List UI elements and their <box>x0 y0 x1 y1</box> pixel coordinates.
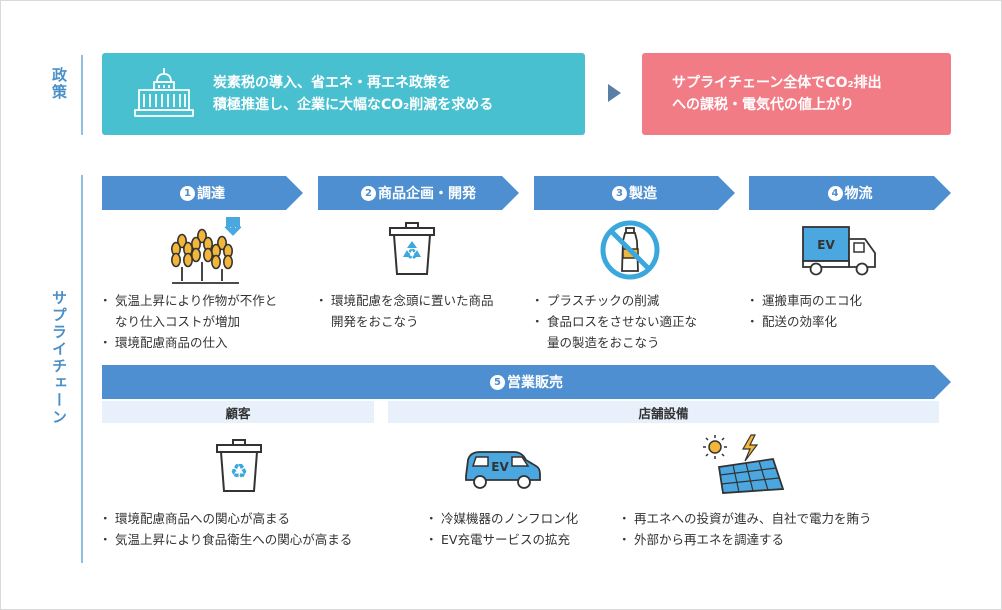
list-item: 環境配慮商品への関心が高まる <box>99 508 382 529</box>
store-equipment-header: 店舗設備 <box>388 401 939 423</box>
step-title: 商品企画・開発 <box>378 186 476 202</box>
list-item: 気温上昇により作物が不作と なり仕入コストが増加 <box>99 290 312 332</box>
step-title: 物流 <box>844 186 873 202</box>
recycle-bin-icon: ♻ <box>216 439 262 492</box>
step-title: 製造 <box>629 186 657 202</box>
policy-effect-box: サプライチェーン全体でCO₂排出 への課税・電気代の値上がり <box>642 53 951 135</box>
list-item: EV充電サービスの拡充 <box>425 529 608 550</box>
building-icon <box>134 68 194 117</box>
step-procurement: 1 調達 <box>102 176 303 210</box>
svg-text:♻: ♻ <box>230 459 248 483</box>
step-manufacturing: 3 製造 <box>534 176 735 210</box>
policy-effect-text: サプライチェーン全体でCO₂排出 への課税・電気代の値上がり <box>672 75 882 113</box>
supply-chain-side-label: サプライチェーン <box>50 290 68 426</box>
list-item: 外部から再エネを調達する <box>618 529 911 550</box>
policy-side-line <box>81 55 83 135</box>
wheat-icon <box>171 217 242 284</box>
no-plastic-bottle-icon <box>600 220 660 280</box>
ev-car-icon: EV <box>465 451 541 489</box>
car-ev-label: EV <box>491 460 509 474</box>
step-number-badge: 3 <box>612 186 627 201</box>
ev-truck-icon: EV <box>802 226 876 276</box>
policy-measure-text: 炭素税の導入、省エネ・再エネ政策を 積極推進し、企業に大幅なCO₂削減を求める <box>213 75 494 113</box>
list-item: 冷媒機器のノンフロン化 <box>425 508 608 529</box>
step-number-badge: 1 <box>180 186 195 201</box>
step-sales: 5 営業販売 <box>102 365 951 399</box>
policy-side-label: 政策 <box>50 67 68 101</box>
customer-bullets: 環境配慮商品への関心が高まる 気温上昇により食品衛生への関心が高まる <box>99 508 382 550</box>
policy-measure-box: 炭素税の導入、省エネ・再エネ政策を 積極推進し、企業に大幅なCO₂削減を求める <box>102 53 585 135</box>
list-item: 配送の効率化 <box>746 311 949 332</box>
recycle-bin-icon: ♻ <box>389 222 435 275</box>
list-item: 気温上昇により食品衛生への関心が高まる <box>99 529 382 550</box>
store-right-bullets: 再エネへの投資が進み、自社で電力を賄う 外部から再エネを調達する <box>618 508 911 550</box>
step-title: 営業販売 <box>507 375 563 391</box>
list-item: 環境配慮商品の仕入 <box>99 332 312 353</box>
step-product-planning-bullets: 環境配慮を念頭に置いた商品 開発をおこなう <box>315 290 518 332</box>
step-product-planning: 2 商品企画・開発 <box>318 176 519 210</box>
arrow-right-icon <box>608 84 621 102</box>
list-item: 食品ロスをさせない適正な 量の製造をおこなう <box>531 311 734 353</box>
list-item: 環境配慮を念頭に置いた商品 開発をおこなう <box>315 290 518 332</box>
solar-panel-icon <box>703 434 785 494</box>
supply-chain-side-line <box>81 175 83 563</box>
list-item: 運搬車両のエコ化 <box>746 290 949 311</box>
list-item: 再エネへの投資が進み、自社で電力を賄う <box>618 508 911 529</box>
step-logistics-bullets: 運搬車両のエコ化 配送の効率化 <box>746 290 949 332</box>
list-item: プラスチックの削減 <box>531 290 734 311</box>
store-left-bullets: 冷媒機器のノンフロン化 EV充電サービスの拡充 <box>425 508 608 550</box>
step-number-badge: 5 <box>490 375 505 390</box>
svg-text:♻: ♻ <box>406 247 419 263</box>
step-procurement-bullets: 気温上昇により作物が不作と なり仕入コストが増加 環境配慮商品の仕入 <box>99 290 312 353</box>
step-logistics: 4 物流 <box>749 176 951 210</box>
customer-header: 顧客 <box>102 401 374 423</box>
step-title: 調達 <box>197 186 225 202</box>
truck-ev-label: EV <box>817 238 835 252</box>
step-number-badge: 4 <box>828 186 843 201</box>
step-manufacturing-bullets: プラスチックの削減 食品ロスをさせない適正な 量の製造をおこなう <box>531 290 734 353</box>
step-number-badge: 2 <box>361 186 376 201</box>
